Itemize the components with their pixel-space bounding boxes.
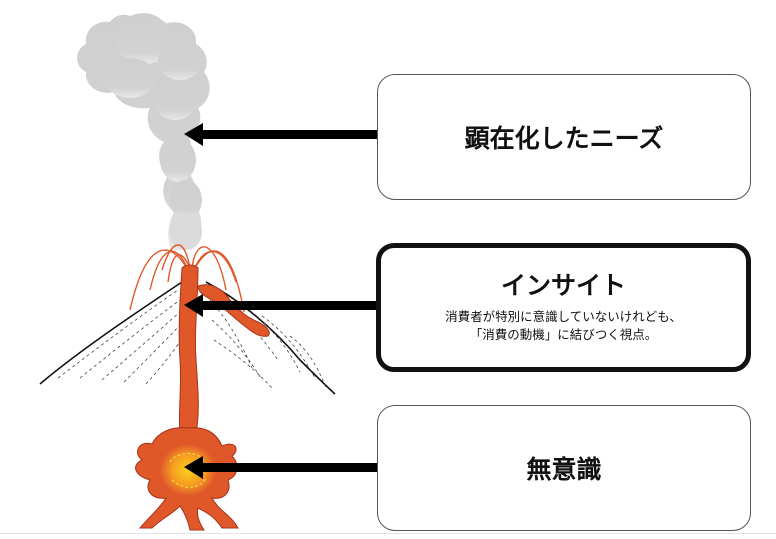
mountain xyxy=(39,281,336,395)
insight-desc-line1: 消費者が特別に意識していないけれども、 xyxy=(445,308,682,324)
box-unconscious: 無意識 xyxy=(377,405,751,531)
box-manifest-needs: 顕在化したニーズ xyxy=(377,74,751,200)
lava-flow xyxy=(197,284,270,337)
bottom-divider xyxy=(0,533,776,534)
arrow-bottom xyxy=(184,456,378,479)
magma-conduit xyxy=(178,264,199,435)
manifest-needs-title: 顕在化したニーズ xyxy=(464,124,664,153)
magma-chamber-icon xyxy=(135,427,239,531)
arrow-middle xyxy=(184,294,378,317)
unconscious-title: 無意識 xyxy=(526,455,602,484)
arrow-top xyxy=(184,123,378,146)
insight-desc-line2: 「消費の動機」に結びつく視点。 xyxy=(469,326,658,342)
lava-streams xyxy=(129,244,245,313)
smoke-plume-icon xyxy=(77,13,210,252)
box-insight: インサイト 消費者が特別に意識していないけれども、 「消費の動機」に結びつく視点… xyxy=(376,243,751,372)
insight-title: インサイト xyxy=(500,270,626,300)
